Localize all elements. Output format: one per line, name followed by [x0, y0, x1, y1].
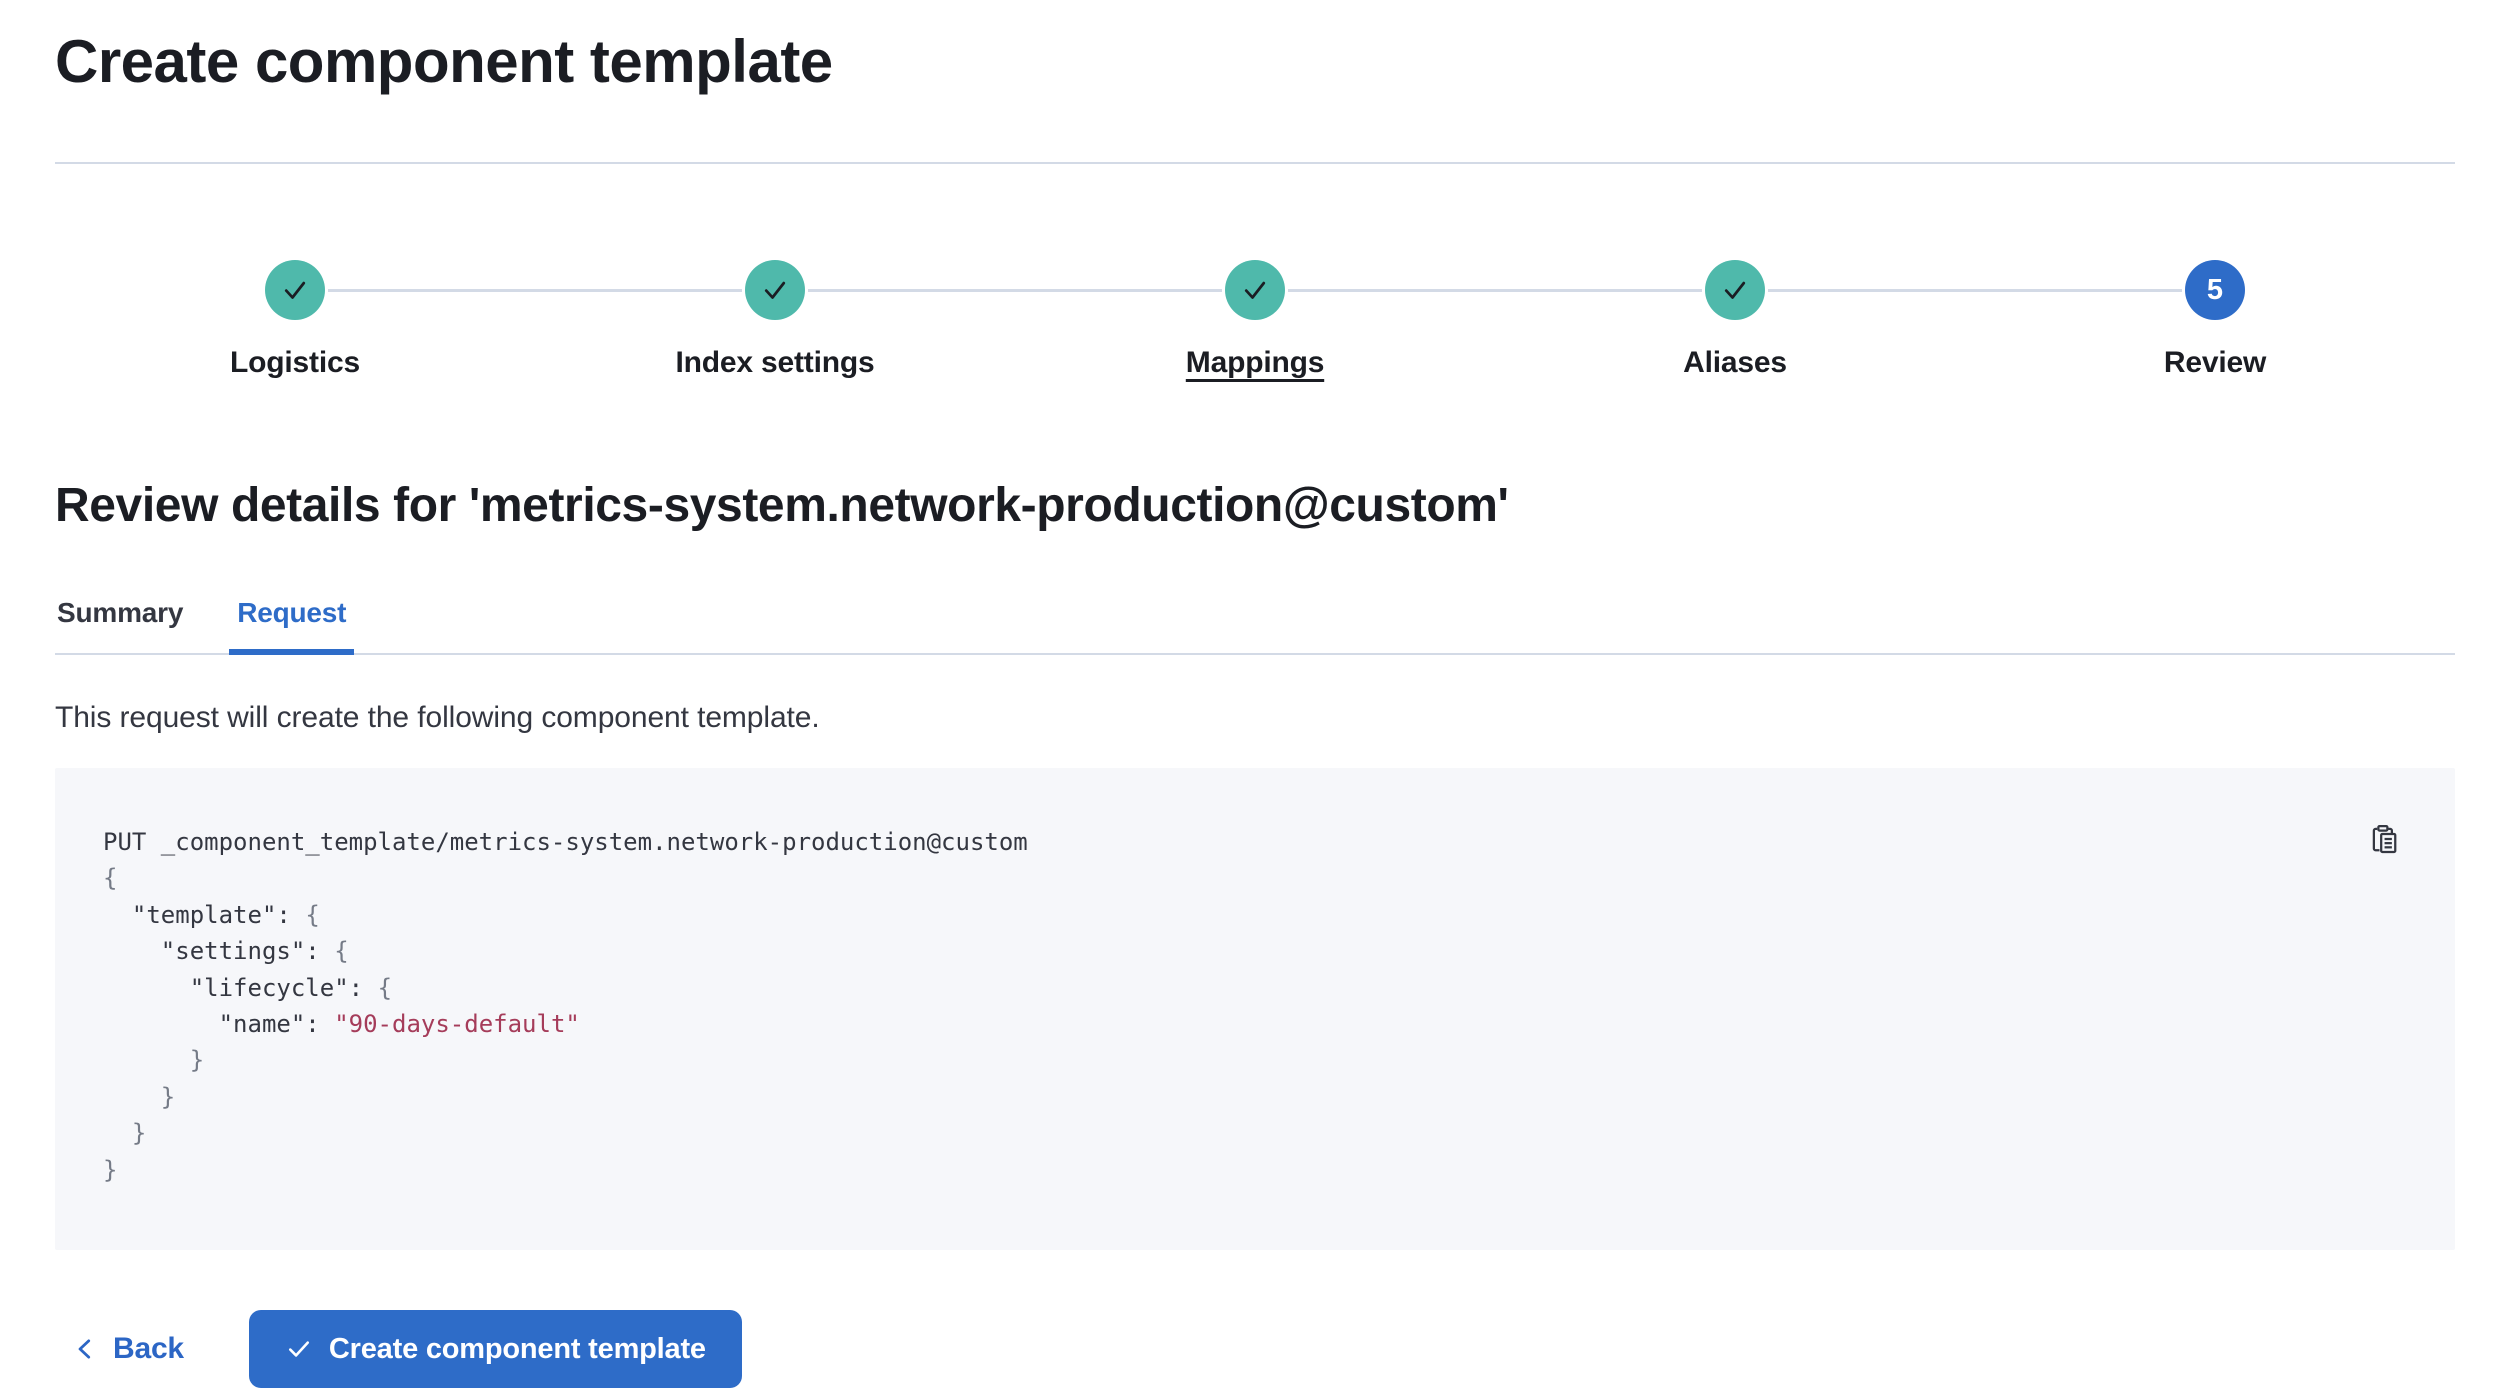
code-line: "settings": { — [160, 937, 349, 966]
step-complete-check-icon — [265, 260, 325, 320]
stepper: Logistics Index settings Mappings Aliase… — [55, 260, 2455, 380]
step-review[interactable]: 5 Review — [1975, 260, 2455, 380]
step-mappings[interactable]: Mappings — [1015, 260, 1495, 380]
create-component-template-button[interactable]: Create component template — [248, 1310, 742, 1388]
request-code-block: PUT _component_template/metrics-system.n… — [55, 768, 2455, 1251]
back-label: Back — [113, 1332, 184, 1366]
code-line: { — [103, 864, 118, 893]
step-label: Review — [2163, 346, 2267, 379]
wizard-footer: Back Create component template — [55, 1310, 2455, 1388]
tab-bar: Summary Request — [55, 591, 2455, 655]
step-index-settings[interactable]: Index settings — [535, 260, 1015, 380]
chevron-left-icon — [73, 1336, 99, 1362]
tab-request[interactable]: Request — [229, 591, 355, 655]
step-label: Aliases — [1683, 346, 1787, 379]
code-line: "lifecycle": { — [189, 973, 393, 1002]
step-label: Index settings — [675, 346, 875, 379]
step-number-badge: 5 — [2185, 260, 2245, 320]
step-number: 5 — [2206, 273, 2224, 306]
request-description: This request will create the following c… — [55, 701, 820, 734]
code-line: } — [103, 1082, 176, 1111]
code-line: } — [103, 1119, 147, 1148]
code-line: } — [103, 1046, 205, 1075]
copy-clipboard-icon — [2366, 821, 2402, 857]
create-button-label: Create component template — [328, 1332, 706, 1365]
code-line: "template": { — [131, 900, 320, 929]
code-line: "name": "90-days-default" — [218, 1010, 580, 1039]
check-icon — [285, 1335, 313, 1363]
step-complete-check-icon — [745, 260, 805, 320]
copy-button[interactable] — [2365, 820, 2403, 858]
step-label: Logistics — [230, 346, 360, 379]
step-complete-check-icon — [1225, 260, 1285, 320]
code-line: PUT _component_template/metrics-system.n… — [103, 828, 1028, 856]
page-title: Create component template — [55, 28, 833, 95]
step-aliases[interactable]: Aliases — [1495, 260, 1975, 380]
review-heading: Review details for 'metrics-system.netwo… — [55, 479, 1509, 532]
back-button[interactable]: Back — [55, 1332, 184, 1366]
title-divider — [55, 162, 2455, 164]
tab-summary[interactable]: Summary — [55, 591, 185, 653]
code-content: PUT _component_template/metrics-system.n… — [103, 824, 2335, 1188]
step-logistics[interactable]: Logistics — [55, 260, 535, 380]
step-label: Mappings — [1185, 346, 1325, 379]
code-line: } — [103, 1155, 118, 1184]
step-complete-check-icon — [1705, 260, 1765, 320]
